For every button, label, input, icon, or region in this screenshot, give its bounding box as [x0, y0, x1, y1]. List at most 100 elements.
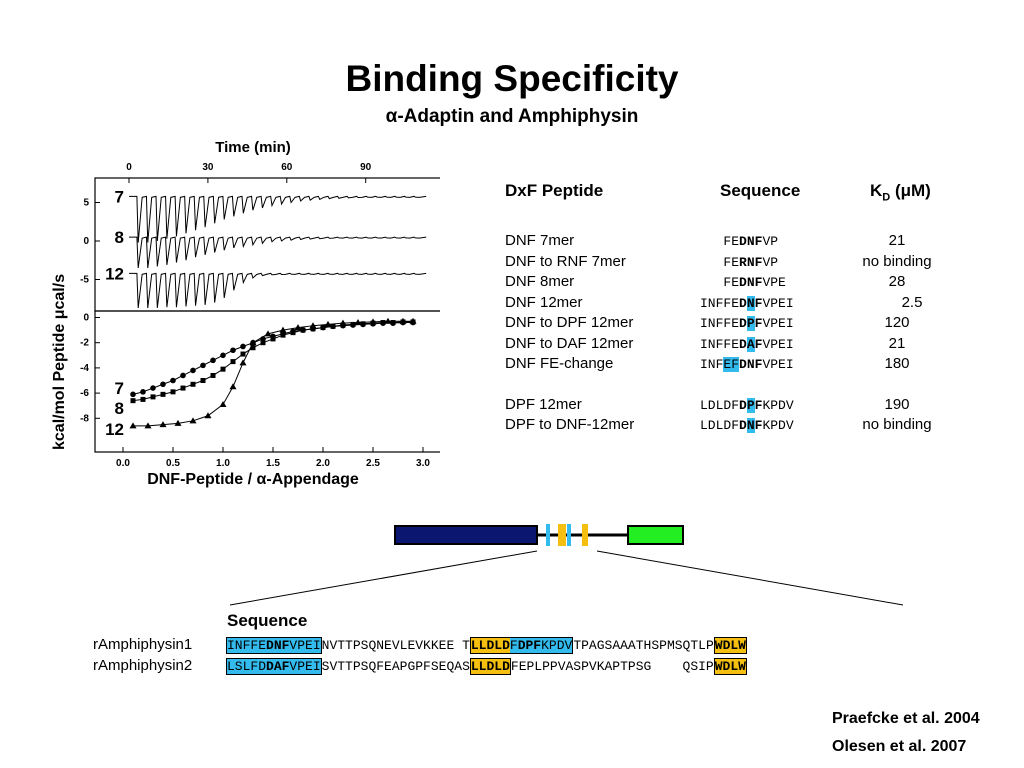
isotherm-point-12	[354, 319, 362, 326]
isotherm-point-12	[174, 419, 182, 426]
isotherm-x-tick-label: 2.5	[366, 458, 380, 469]
isotherm-point-12	[219, 400, 227, 407]
table-row-name: DNF FE-change	[505, 355, 614, 372]
page-title: Binding Specificity	[345, 58, 679, 99]
sequence-motif: DPF	[739, 398, 763, 413]
isotherm-point-7	[220, 352, 226, 359]
isotherm-point-8	[250, 345, 256, 351]
table-row-sequence: FEDNFVPE	[723, 275, 786, 290]
thermogram-series-label-7: 7	[115, 187, 124, 206]
protein-sequence: INFFEDNFVPEINVTTPSQNEVLEVKKEE TLLDLDFDPF…	[226, 637, 747, 654]
isotherm-point-12	[129, 422, 137, 429]
isotherm-point-8	[350, 321, 356, 327]
sequence-motif: DNF	[739, 418, 763, 433]
domain-diagram	[229, 524, 904, 606]
isotherm-x-tick-label: 1.5	[266, 458, 280, 469]
isotherm-x-tick-label: 2.0	[316, 458, 330, 469]
table-row-sequence: INFFEDAFVPEI	[700, 337, 794, 352]
table-row-name: DNF 12mer	[505, 294, 583, 311]
protein-name: rAmphiphysin2	[93, 657, 193, 674]
table-row-name: DNF to DPF 12mer	[505, 314, 634, 331]
col-header-peptide: DxF Peptide	[505, 181, 604, 200]
isotherm-y-tick-label: -4	[80, 363, 89, 374]
thermogram-x-tick-label: 60	[281, 162, 293, 173]
isotherm-point-12	[204, 412, 212, 419]
isotherm-point-7	[170, 377, 176, 384]
table-row-sequence: FEDNFVP	[723, 234, 779, 249]
isotherm-point-12	[309, 322, 317, 329]
table-row-kd: 180	[884, 355, 910, 372]
isotherm-point-8	[320, 325, 326, 331]
motif-wdlw-marker	[582, 524, 588, 546]
isotherm-point-12	[159, 421, 167, 428]
reference-1: Praefcke et al. 2004	[832, 710, 980, 727]
isotherm-point-7	[190, 367, 196, 374]
sequence-motif: DAF	[739, 337, 763, 352]
thermogram-x-tick-label: 90	[360, 162, 372, 173]
dnf-motif-box: INFFEDNFVPEI	[226, 637, 322, 654]
table-row-name: DNF to RNF 7mer	[505, 253, 626, 270]
isotherm-x-tick-label: 0.5	[166, 458, 180, 469]
table-row-sequence: LDLDFDPFKPDV	[700, 398, 794, 413]
isotherm-y-tick-label: 0	[83, 313, 89, 324]
isotherm-point-8	[200, 378, 206, 383]
isotherm-series-label-7: 7	[115, 379, 124, 398]
isotherm-point-8	[150, 394, 156, 400]
isotherm-point-8	[280, 332, 286, 338]
isotherm-point-8	[360, 321, 366, 327]
motif-dpf-marker	[567, 524, 571, 546]
isotherm-series-label-8: 8	[115, 399, 124, 418]
isotherm-point-8	[230, 359, 236, 365]
isotherm-point-8	[140, 396, 146, 402]
lldld-motif-box: LLDLDFDPFKPDV	[469, 637, 574, 654]
domain-n-terminal	[394, 525, 538, 545]
col-header-kd: KD (μM)	[870, 181, 931, 204]
isotherm-point-7	[230, 347, 236, 354]
isotherm-point-8	[130, 398, 136, 404]
isotherm-point-8	[270, 336, 276, 342]
table-row-kd: no binding	[862, 416, 932, 433]
isotherm-point-8	[160, 391, 166, 397]
isotherm-point-8	[330, 323, 336, 329]
isotherm-point-8	[170, 389, 176, 395]
domain-c-terminal	[627, 525, 684, 545]
motif-lldld-marker	[558, 524, 566, 546]
isotherm-point-7	[180, 372, 186, 379]
isotherm-point-12	[264, 330, 272, 337]
table-row-sequence: INFFEDNFVPEI	[700, 296, 794, 311]
table-row-name: DPF to DNF-12mer	[505, 416, 635, 433]
protein-sequence: LSLFDDAFVPEISVTTPSQFEAPGPFSEQASLLDLDFEPL…	[226, 658, 747, 675]
isotherm-point-8	[190, 381, 196, 387]
isotherm-point-12	[249, 339, 257, 346]
sequence-motif: DNF	[739, 296, 763, 311]
isotherm-point-12	[144, 422, 152, 429]
table-row-kd: 2.5	[901, 294, 923, 311]
table-row-sequence: FERNFVP	[723, 255, 779, 270]
isotherm-point-12	[384, 317, 392, 324]
isotherm-point-7	[160, 381, 166, 388]
isotherm-y-tick-label: -8	[80, 413, 89, 424]
thermogram-trace-12	[129, 272, 427, 309]
sequence-motif: DNF	[739, 275, 763, 290]
thermogram-y-label: μcal/s	[51, 274, 68, 319]
table-row-sequence: INFFEDPFVPEI	[700, 316, 794, 331]
isotherm-y-tick-label: -2	[80, 338, 89, 349]
motif-dnf-marker	[546, 524, 550, 546]
isotherm-point-8	[210, 372, 216, 378]
table-row-name: DPF 12mer	[505, 396, 582, 413]
wdlw-motif-box: WDLW	[713, 637, 747, 654]
thermogram-series-label-8: 8	[115, 228, 124, 247]
thermogram-series-label-12: 12	[105, 264, 124, 283]
isotherm-point-12	[409, 317, 417, 324]
sequence-motif: DNF	[739, 357, 763, 372]
isotherm-point-8	[260, 340, 266, 346]
wdlw-motif-box: WDLW	[713, 658, 747, 675]
thermogram-x-tick-label: 30	[202, 162, 214, 173]
thermogram-y-tick-label: 0	[83, 236, 89, 247]
sequence-label: Sequence	[227, 611, 308, 630]
thermogram-trace-8	[129, 236, 427, 269]
isotherm-x-tick-label: 0.0	[116, 458, 130, 469]
isotherm-point-7	[210, 357, 216, 364]
